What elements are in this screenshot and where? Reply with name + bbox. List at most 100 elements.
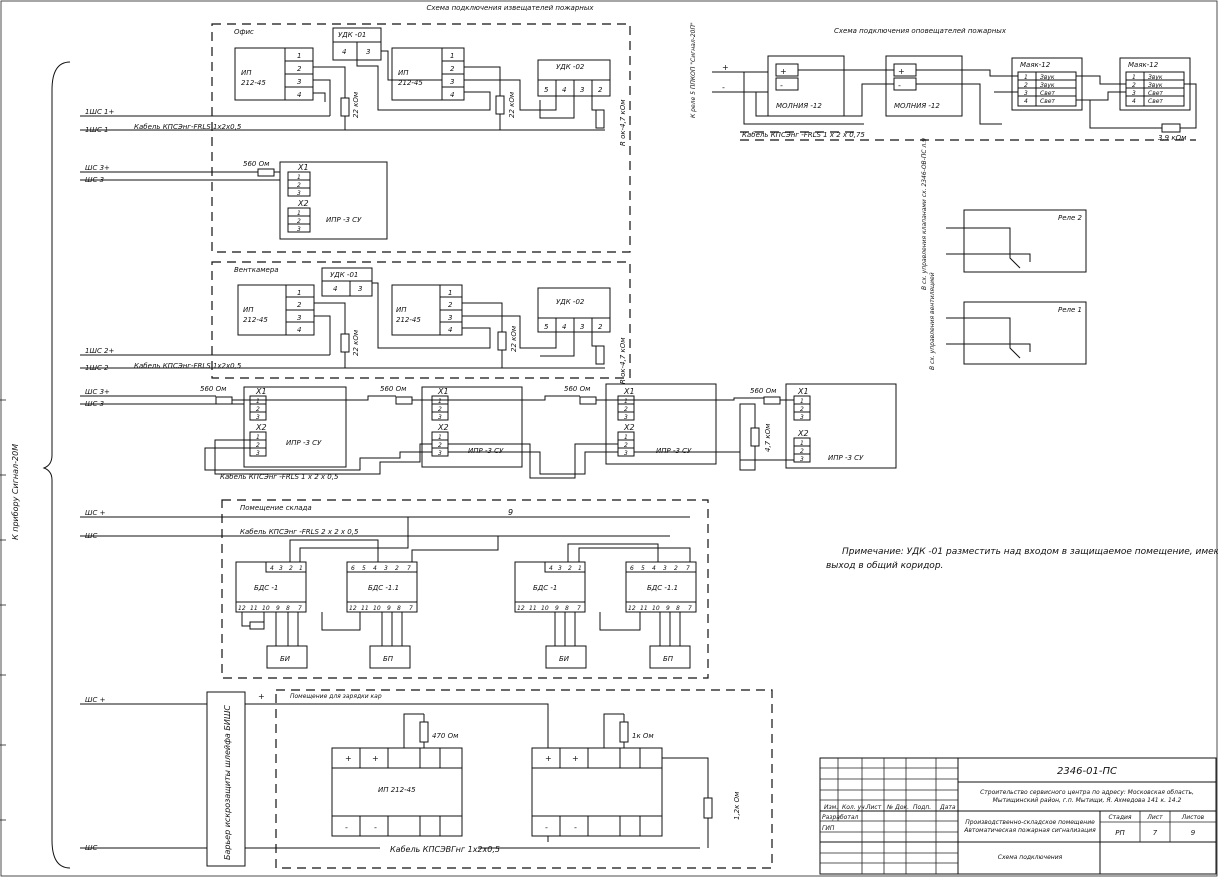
- bds-label: БДС -1.1: [368, 584, 399, 592]
- resistor: [703, 797, 713, 819]
- polarity: -: [780, 81, 783, 90]
- pin: 1: [800, 440, 804, 447]
- bds-label: БДС -1.1: [647, 584, 678, 592]
- resistor: [419, 721, 429, 743]
- cable-label: Кабель КПСЭнг -FRLS 1 х 2 х 0,75: [742, 131, 865, 139]
- mayak-1: Маяк-12 1 2 3 4 Звук Звук Свет Свет: [1011, 57, 1083, 111]
- ip-model: 212-45: [398, 79, 423, 87]
- pin: 6: [351, 565, 355, 572]
- pin: 2: [297, 218, 301, 225]
- resistor-label: 560 Ом: [750, 387, 777, 395]
- pin: 3: [279, 565, 283, 572]
- line-label: ШС 3-: [85, 400, 107, 408]
- sheet-title: Схема подключения: [998, 854, 1063, 861]
- bracket: [42, 61, 71, 869]
- pin: 2: [256, 442, 260, 449]
- ip-detector-2: [391, 47, 443, 101]
- resistor: [619, 721, 629, 743]
- pin: 3: [256, 450, 260, 457]
- pin: 7: [686, 565, 690, 572]
- pin: 2: [438, 442, 442, 449]
- polarity: +: [722, 63, 729, 72]
- pin: 1: [297, 210, 301, 217]
- stage-value: РП: [1115, 829, 1125, 837]
- resistor-label: 22 кОм: [352, 91, 360, 118]
- pin: 11: [640, 605, 648, 612]
- pin: 9: [387, 605, 391, 612]
- resistor-label: 560 Ом: [200, 385, 227, 393]
- pin: 1: [624, 398, 628, 405]
- polarity: -: [345, 823, 348, 832]
- pin: 4: [270, 565, 274, 572]
- polarity: -: [722, 83, 725, 92]
- stamp-header: Листов: [1181, 814, 1205, 821]
- polarity: +: [898, 67, 905, 76]
- relay-1: Реле 1: [946, 301, 1087, 365]
- resistor: [495, 95, 505, 115]
- terminal-text: Звук: [1148, 82, 1163, 89]
- resistor-label: 22 кОм: [352, 329, 360, 356]
- note-line-2: выход в общий коридор.: [826, 561, 943, 571]
- bds-1-1: БДС -1.1 6 5 4 3 2 7 12 11 10 9 8 7: [346, 561, 418, 613]
- vent-zone: [211, 261, 631, 379]
- pin: 12: [628, 605, 636, 612]
- terminal-text: Звук: [1040, 74, 1055, 81]
- ip-212-45-charging-2: + + - -: [531, 747, 663, 837]
- pin: 3: [624, 414, 628, 421]
- ipr-label: ИПР -3 СУ: [828, 454, 864, 462]
- pin: 2: [448, 301, 453, 309]
- pin: 3: [1024, 90, 1028, 97]
- charging-zone: [275, 689, 773, 869]
- pin: 1: [299, 565, 303, 572]
- polarity: +: [345, 754, 352, 763]
- polarity: +: [258, 692, 265, 701]
- detectors-scheme-title: Схема подключения извещателей пожарных: [426, 4, 594, 12]
- resistor: [257, 168, 275, 177]
- pin: 3: [438, 414, 442, 421]
- bds-1: БДС -1 4 3 2 1 12 11 10 9 8 7: [235, 561, 307, 613]
- relay-label: Реле 1: [1058, 306, 1082, 314]
- stamp-header: Изм.: [824, 804, 838, 811]
- ip-label: ИП: [241, 69, 252, 77]
- pin: 2: [800, 406, 804, 413]
- polarity: +: [545, 754, 552, 763]
- pin: 1: [256, 434, 260, 441]
- pin: 5: [544, 323, 549, 331]
- pin: 2: [568, 565, 572, 572]
- pin: 4: [373, 565, 377, 572]
- terminal-label: Х1: [437, 387, 449, 396]
- pin: 1: [256, 398, 260, 405]
- udk01-vent: [321, 267, 373, 297]
- stamp-header: Лист: [865, 804, 882, 811]
- pin: 1: [297, 52, 301, 60]
- terminal-text: Свет: [1040, 90, 1055, 97]
- ip-model: 212-45: [396, 316, 421, 324]
- bp-label: БП: [663, 655, 674, 663]
- line-label: 1ШС 1+: [85, 108, 115, 116]
- pin: 2: [450, 65, 455, 73]
- pin: 2: [1024, 82, 1028, 89]
- pin: 4: [297, 91, 301, 99]
- stamp-header: Лист: [1146, 814, 1163, 821]
- terminal-text: Звук: [1148, 74, 1163, 81]
- bds-2: БДС -1 4 3 2 1 12 11 10 9 8 7: [514, 561, 586, 613]
- pin: 2: [598, 86, 603, 94]
- stamp-role: Разработал: [822, 814, 859, 821]
- polarity: -: [374, 823, 377, 832]
- pin: 6: [630, 565, 634, 572]
- udk01-label: УДК -01: [338, 31, 366, 39]
- resistor-label: 1,2к Ом: [733, 791, 741, 820]
- pin: 10: [373, 605, 381, 612]
- pin: 10: [541, 605, 549, 612]
- pin: 3: [580, 86, 584, 94]
- bp-label: БП: [383, 655, 394, 663]
- bi-unit-1: [266, 645, 308, 669]
- pin: 1: [578, 565, 582, 572]
- pin: 9: [666, 605, 670, 612]
- bds-2-1: БДС -1.1 6 5 4 3 2 7 12 11 10 9 8 7: [625, 561, 697, 613]
- ip-detector-4: [391, 284, 441, 336]
- polarity: -: [574, 823, 577, 832]
- polarity: +: [372, 754, 379, 763]
